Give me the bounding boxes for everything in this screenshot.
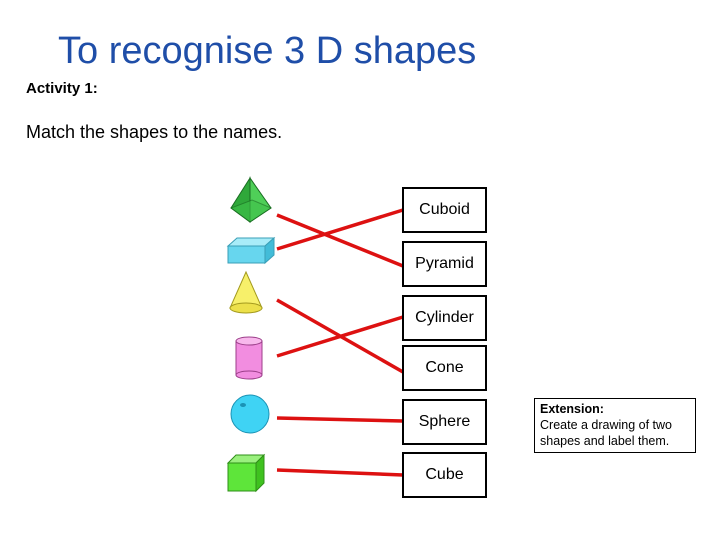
name-box-cone: Cone <box>402 345 487 391</box>
match-line-cuboid <box>276 208 404 251</box>
extension-box: Extension: Create a drawing of two shape… <box>534 398 696 453</box>
cube-icon <box>226 453 266 493</box>
name-box-sphere: Sphere <box>402 399 487 445</box>
extension-heading: Extension: <box>540 402 604 416</box>
name-box-cylinder: Cylinder <box>402 295 487 341</box>
sphere-icon <box>230 394 270 434</box>
activity-label: Activity 1: <box>26 80 98 97</box>
match-line-sphere <box>276 416 404 423</box>
match-line-cube <box>276 468 404 477</box>
match-line-cylinder <box>276 315 404 358</box>
cylinder-icon <box>235 336 263 380</box>
page-title: To recognise 3 D shapes <box>58 30 477 72</box>
match-line-pyramid <box>276 213 404 268</box>
cone-icon <box>229 270 263 314</box>
name-box-cube: Cube <box>402 452 487 498</box>
pyramid-icon <box>229 176 273 223</box>
instruction-text: Match the shapes to the names. <box>26 122 283 142</box>
cuboid-icon <box>226 236 276 265</box>
extension-text: Create a drawing of two shapes and label… <box>540 418 673 448</box>
name-box-pyramid: Pyramid <box>402 241 487 287</box>
name-box-cuboid: Cuboid <box>402 187 487 233</box>
